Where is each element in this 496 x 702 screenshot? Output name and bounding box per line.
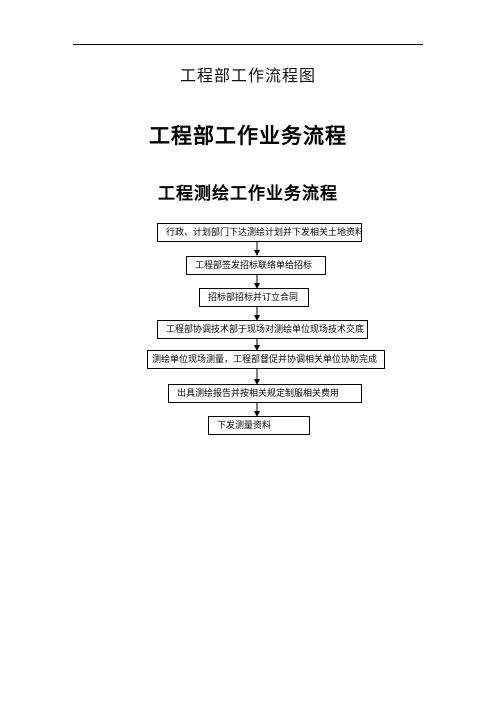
flow-step-5: 测绘单位现场测量，工程部督促并协调相关单位协助完成 bbox=[147, 350, 385, 369]
flow-step-6: 出具测绘报告并按相关规定制服相关费用 bbox=[168, 384, 362, 403]
flow-step-1: 行政、计划部门下达测绘计划并下发相关土地资料 bbox=[157, 223, 362, 242]
document-header: 工程部工作流程图 bbox=[179, 66, 316, 85]
header-rule bbox=[73, 44, 423, 45]
sub-title: 工程测绘工作业务流程 bbox=[158, 184, 338, 204]
flow-step-7: 下发测量资料 bbox=[208, 416, 310, 435]
flow-step-2: 工程部签发招标联络单给招标 bbox=[186, 256, 326, 275]
flow-step-4: 工程部协调技术部于现场对测绘单位现场技术交底 bbox=[157, 320, 368, 339]
flow-step-3: 招标部招标并订立合同 bbox=[199, 288, 309, 307]
main-title: 工程部工作业务流程 bbox=[149, 123, 347, 148]
